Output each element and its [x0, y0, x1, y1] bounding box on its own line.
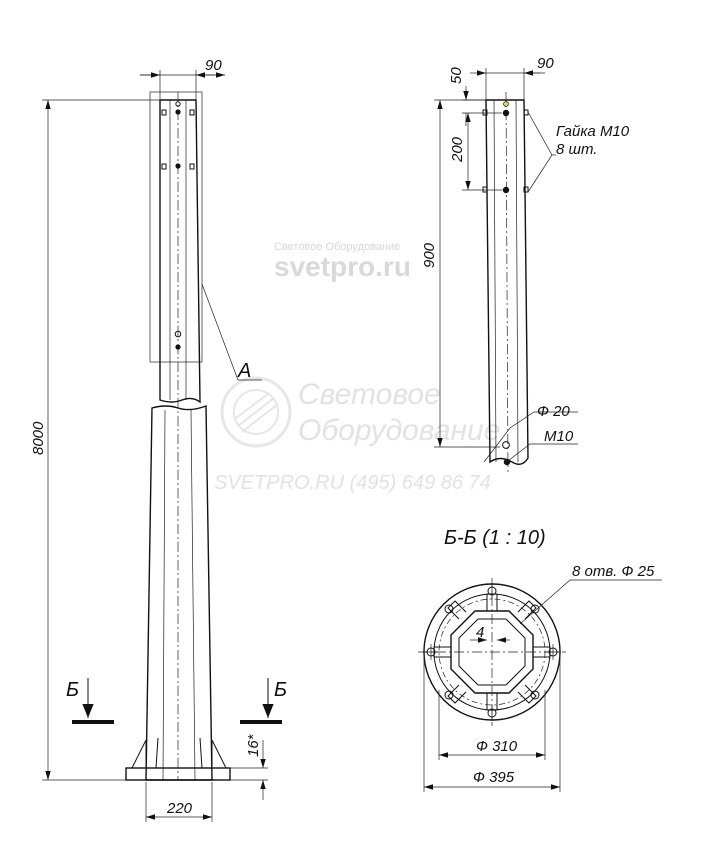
watermark-contact: SVETPRO.RU (495) 649 86 74: [214, 472, 491, 494]
ribs: [433, 593, 551, 711]
base-plate: [125, 767, 231, 781]
bolt-holes-leader: [519, 579, 662, 625]
bolt-holes-label: 8 отв. Ф 25: [572, 563, 655, 580]
watermark-logo-line2: Оборудование: [298, 414, 500, 447]
watermark: Световое Оборудование svetpro.ru Светово…: [214, 241, 500, 494]
base-ribs: [131, 737, 227, 769]
detail-a-label: А: [237, 360, 251, 382]
dim-ring-inner: Ф 310: [476, 738, 518, 755]
dim-detail-length: 900: [421, 242, 438, 268]
dim-nut-spacing: 200: [449, 136, 466, 163]
section-label-right: Б: [274, 679, 287, 701]
dim-ring-outer: Ф 395: [473, 769, 515, 786]
watermark-logo-line1: Световое: [298, 378, 441, 411]
thread-leader: [503, 443, 578, 465]
detail-a-leader: [201, 283, 262, 381]
section-label-left: Б: [66, 679, 79, 701]
pole-octagon: [450, 610, 534, 694]
dim-top-width: 90: [205, 57, 222, 74]
dim-total-height: 8000: [30, 421, 47, 455]
hole-leader: [483, 411, 578, 463]
dim-detail-offset: 50: [448, 67, 465, 84]
watermark-site-text: svetpro.ru: [274, 251, 411, 282]
dim-thread: M10: [544, 428, 574, 445]
detail-a-frame: [149, 91, 203, 363]
dim-detail-width: 90: [537, 55, 554, 72]
nut-label-line2: 8 шт.: [556, 141, 597, 158]
watermark-logo-icon: [220, 376, 292, 448]
watermark-small-text: Световое Оборудование: [274, 241, 400, 253]
detail-a-view: 90 50 200 900 Гайка М10 8 шт. Ф 20 M10: [421, 55, 630, 473]
nut-leader: [527, 111, 553, 193]
pole-upper-section: [159, 99, 201, 404]
detail-pole-body: [485, 99, 529, 465]
dim-hole-diameter: Ф 20: [537, 403, 570, 420]
nut-label-line1: Гайка М10: [556, 123, 630, 140]
section-view: Б-Б (1 : 10): [418, 527, 662, 792]
pole-holes: [161, 101, 195, 350]
dim-rib-thickness: 4: [476, 624, 484, 641]
section-title: Б-Б (1 : 10): [444, 527, 546, 549]
pole-elevation: А 90 8000 220 16* Б Б: [30, 57, 287, 822]
dim-base-thickness: 16*: [245, 733, 262, 757]
pole-lower-section: [145, 404, 213, 781]
dim-base-width: 220: [166, 800, 193, 817]
